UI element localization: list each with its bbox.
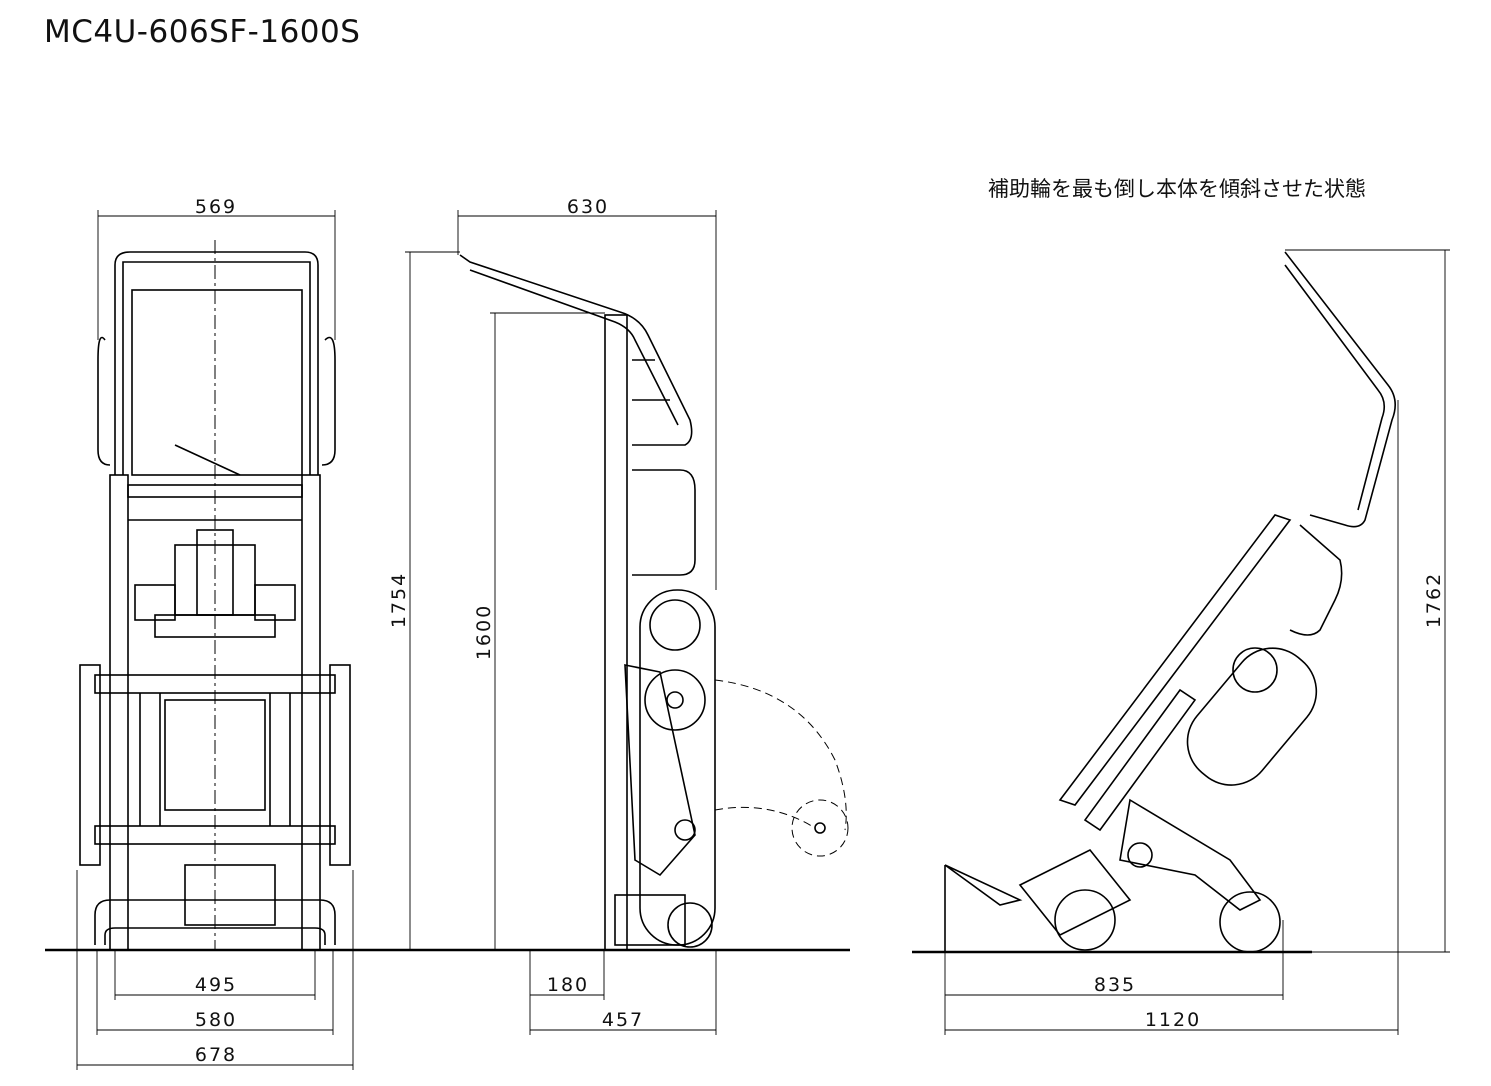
dim-front-495: 495	[195, 974, 237, 996]
dim-side-180: 180	[547, 974, 589, 996]
dim-front-569: 569	[195, 196, 237, 218]
dim-side-630: 630	[567, 196, 609, 218]
front-view	[79, 240, 351, 951]
dimension-lines	[76, 210, 1450, 1070]
tilted-view-caption: 補助輪を最も倒し本体を傾斜させた状態	[988, 177, 1366, 201]
dim-tilted-1120: 1120	[1145, 1009, 1201, 1031]
dim-front-580: 580	[195, 1009, 237, 1031]
side-view	[459, 254, 849, 951]
dim-front-678: 678	[195, 1044, 237, 1066]
tilted-view	[944, 251, 1396, 953]
dim-tilted-1762: 1762	[1423, 572, 1445, 628]
dim-side-457: 457	[602, 1009, 644, 1031]
dim-side-1600: 1600	[473, 604, 495, 660]
dim-side-1754: 1754	[388, 572, 410, 628]
dim-tilted-835: 835	[1094, 974, 1136, 996]
drawing-title: MC4U-606SF-1600S	[44, 14, 361, 50]
